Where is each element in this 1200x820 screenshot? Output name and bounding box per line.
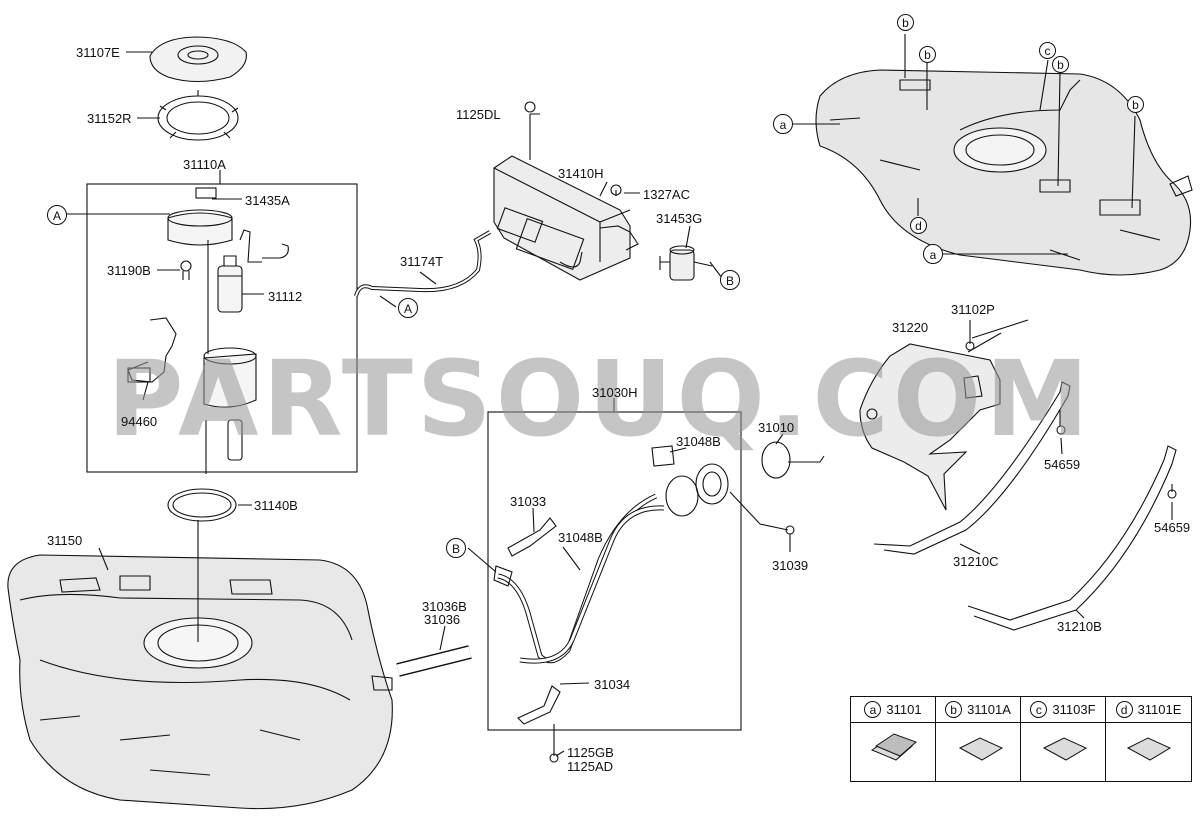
part-label-31210B[interactable]: 31210B: [1057, 619, 1102, 634]
part-label-31190B[interactable]: 31190B: [107, 263, 151, 278]
callout-b-3[interactable]: b: [1052, 56, 1069, 73]
legend-part-c: 31103F: [1052, 702, 1096, 717]
part-label-31152R[interactable]: 31152R: [87, 111, 132, 126]
legend-head-a[interactable]: a 31101: [851, 697, 936, 723]
filler-neck-pipe: [493, 445, 729, 664]
tank-strap-front: [873, 381, 1071, 555]
legend-key-d: d: [1115, 701, 1133, 718]
part-label-31034[interactable]: 31034: [594, 677, 631, 692]
part-label-31150[interactable]: 31150: [47, 533, 83, 548]
part-label-54659-b[interactable]: 54659: [1154, 520, 1191, 535]
heat-shield: [859, 343, 1001, 511]
callout-B-filler[interactable]: B: [446, 538, 466, 558]
legend-head-d[interactable]: d 31101E: [1106, 697, 1191, 723]
part-label-1125DL[interactable]: 1125DL: [456, 107, 501, 122]
legend-image-a: [851, 723, 936, 781]
callout-b-1[interactable]: b: [897, 14, 914, 31]
legend-image-c: [1021, 723, 1106, 781]
legend-pad-c: [1042, 737, 1088, 761]
legend-key-c: c: [1030, 701, 1048, 718]
callout-a-lower[interactable]: a: [923, 244, 943, 264]
part-label-31036B[interactable]: 31036B: [422, 599, 467, 614]
part-label-31048B-top[interactable]: 31048B: [676, 434, 721, 449]
charcoal-canister: [493, 155, 639, 281]
vent-valve: [659, 245, 713, 281]
legend-pad-d: [1126, 737, 1172, 761]
callout-b-4[interactable]: b: [1127, 96, 1144, 113]
callout-A-pump[interactable]: A: [47, 205, 67, 225]
part-label-94460[interactable]: 94460: [121, 414, 158, 429]
part-label-31220[interactable]: 31220: [892, 320, 929, 335]
part-label-31112[interactable]: 31112: [268, 289, 303, 304]
legend-key-b: b: [945, 701, 963, 718]
tank-gasket-ring: [167, 488, 237, 522]
callout-d-1[interactable]: d: [910, 217, 927, 234]
part-label-1327AC[interactable]: 1327AC: [643, 187, 690, 202]
part-label-1125GB[interactable]: 1125GB: [567, 745, 614, 760]
pipe-bracket-upper: [507, 517, 557, 557]
fuel-tank-upper: [815, 69, 1193, 276]
part-label-1125AD[interactable]: 1125AD: [567, 759, 614, 774]
callout-a-upper[interactable]: a: [773, 114, 793, 134]
part-label-31010[interactable]: 31010: [758, 420, 795, 435]
part-label-31435A[interactable]: 31435A: [245, 193, 290, 208]
part-label-31048B-mid[interactable]: 31048B: [558, 530, 603, 545]
legend-image-b: [936, 723, 1021, 781]
part-label-31453G[interactable]: 31453G: [656, 211, 703, 226]
part-label-54659-a[interactable]: 54659: [1044, 457, 1081, 472]
legend-head-b[interactable]: b 31101A: [936, 697, 1021, 723]
fuel-pump-module: [127, 187, 289, 461]
legend-part-a: 31101: [886, 702, 922, 717]
fuel-pump-lock-ring: [157, 90, 239, 141]
fuel-pump-cover-plate: [149, 36, 247, 83]
part-label-31030H[interactable]: 31030H: [592, 385, 638, 400]
callout-b-2[interactable]: b: [919, 46, 936, 63]
fuel-tank-lower: [7, 554, 393, 810]
callout-B-valve[interactable]: B: [720, 270, 740, 290]
legend-part-b: 31101A: [967, 702, 1011, 717]
legend-key-a: a: [864, 701, 882, 718]
part-label-31110A[interactable]: 31110A: [183, 157, 226, 172]
pipe-bracket-lower: [517, 685, 561, 725]
legend-part-d: 31101E: [1137, 702, 1182, 717]
legend-image-d: [1106, 723, 1191, 781]
part-label-31033[interactable]: 31033: [510, 494, 547, 509]
callout-A-hose[interactable]: A: [398, 298, 418, 318]
fuel-filler-cap: [761, 441, 825, 479]
callout-c-1[interactable]: c: [1039, 42, 1056, 59]
legend-pad-b: [958, 737, 1004, 761]
part-label-31107E[interactable]: 31107E: [76, 45, 120, 60]
part-label-31410H[interactable]: 31410H: [558, 166, 604, 181]
part-label-31210C[interactable]: 31210C: [953, 554, 999, 569]
fuel-pump-assembly-box: [86, 183, 358, 473]
part-label-31102P[interactable]: 31102P: [951, 302, 995, 317]
part-label-31174T[interactable]: 31174T: [400, 254, 444, 269]
part-label-31036[interactable]: 31036: [424, 612, 461, 627]
part-label-31140B[interactable]: 31140B: [254, 498, 298, 513]
tank-strap-rear: [967, 445, 1177, 631]
pad-legend-table: a 31101 b 31101A c 31103F d 31101E: [850, 696, 1192, 782]
part-label-31039[interactable]: 31039: [772, 558, 809, 573]
legend-head-c[interactable]: c 31103F: [1021, 697, 1106, 723]
